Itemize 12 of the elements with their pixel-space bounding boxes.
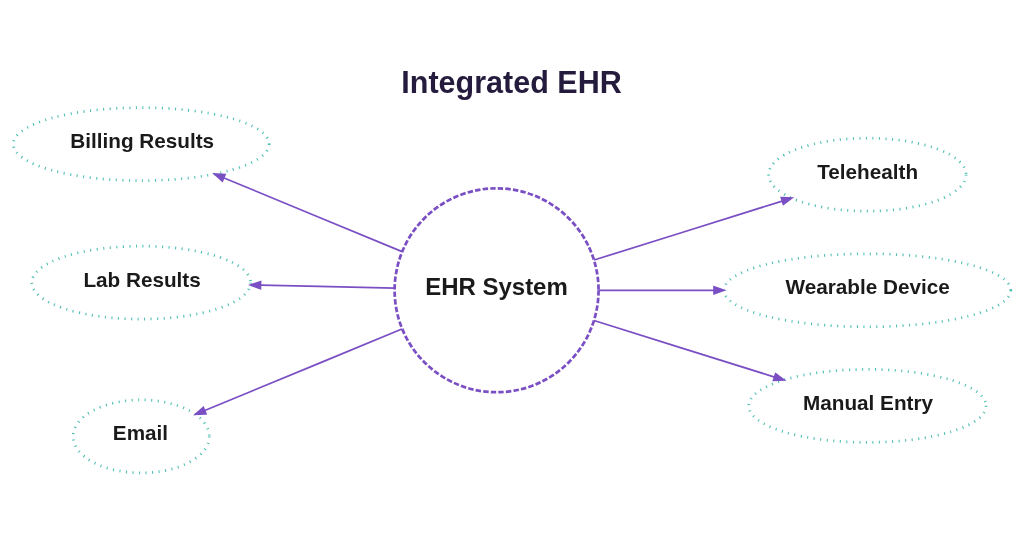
node-ellipse: Manual Entry — [747, 368, 988, 444]
arrow — [598, 285, 727, 295]
node-circle: EHR System — [393, 186, 600, 394]
arrow — [593, 319, 787, 382]
arrow — [212, 173, 403, 253]
arrow — [593, 196, 795, 261]
diagram-title: Integrated EHR — [401, 65, 622, 100]
node-ellipse: Wearable Device — [722, 252, 1013, 329]
arrow — [193, 328, 403, 416]
node-ellipse: Lab Results — [30, 244, 252, 321]
arrow — [248, 280, 396, 290]
node-ellipse: Telehealth — [767, 136, 968, 213]
